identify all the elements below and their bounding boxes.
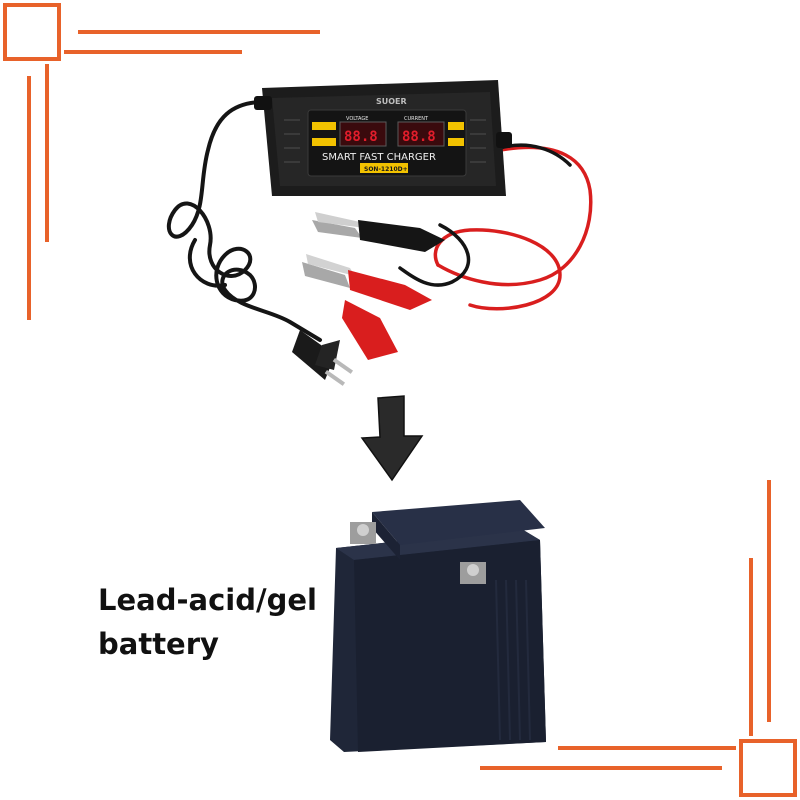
charger-name-label: SMART FAST CHARGER xyxy=(322,152,436,163)
caption-line-2: battery xyxy=(98,627,219,661)
power-cord xyxy=(166,99,322,342)
frame-line xyxy=(27,76,31,320)
voltage-display: 88.8 xyxy=(344,129,378,145)
frame-line xyxy=(558,746,736,750)
power-plug xyxy=(292,330,354,386)
black-clamp xyxy=(312,212,445,252)
frame-line xyxy=(45,64,49,242)
caption-line-1: Lead-acid/gel xyxy=(98,583,317,617)
current-display: 88.8 xyxy=(402,129,436,145)
frame-line xyxy=(749,558,753,736)
battery xyxy=(330,500,546,752)
charger-unit xyxy=(254,80,512,196)
voltage-label: VOLTAGE xyxy=(346,116,368,122)
frame-corner-square-bottom-right xyxy=(739,739,797,797)
frame-corner-square-top-left xyxy=(3,3,61,61)
frame-line xyxy=(767,480,771,722)
red-cable xyxy=(433,145,593,311)
frame-line xyxy=(78,30,320,34)
battery-caption: Lead-acid/gel battery xyxy=(98,578,338,666)
frame-line xyxy=(480,766,722,770)
red-clamp xyxy=(302,254,432,360)
frame-line xyxy=(64,50,242,54)
charger-model-label: SON-1210D+ xyxy=(364,166,408,173)
charger-brand-label: SUOER xyxy=(376,97,407,106)
down-arrow-icon xyxy=(360,395,424,482)
current-label: CURRENT xyxy=(404,116,429,122)
